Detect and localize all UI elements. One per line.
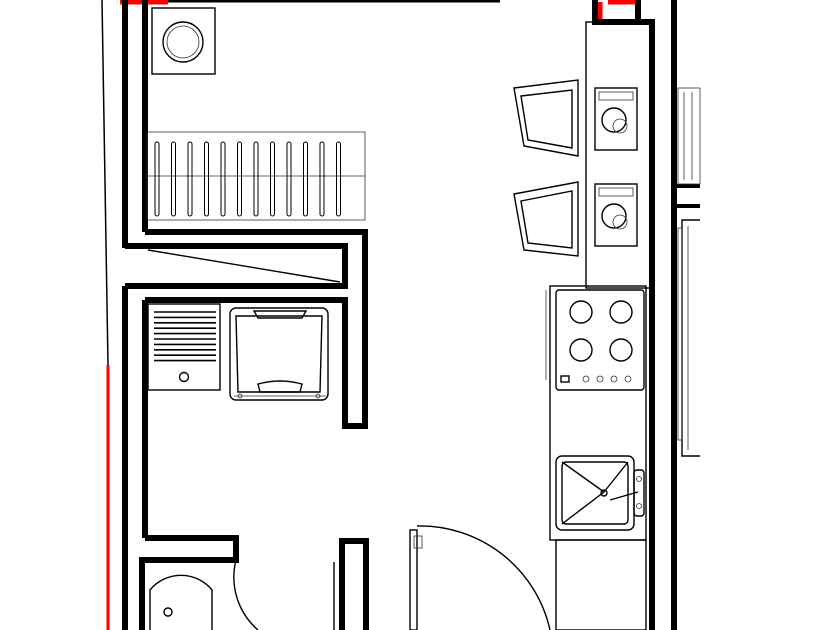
bar-stool bbox=[513, 181, 579, 257]
exterior-fragments bbox=[677, 87, 701, 457]
washing-machine bbox=[229, 307, 329, 401]
entry-door bbox=[333, 525, 551, 630]
radiator-slat bbox=[270, 141, 275, 217]
radiator bbox=[146, 131, 366, 221]
radiator-slat bbox=[319, 141, 325, 217]
bar-counter-appliance bbox=[594, 87, 638, 151]
radiator-slat bbox=[187, 141, 193, 217]
radiator-slat bbox=[253, 141, 259, 217]
walls bbox=[122, 0, 700, 630]
countertop-with-sink bbox=[147, 303, 221, 391]
washbasin bbox=[149, 559, 259, 630]
storage-door-swing bbox=[147, 249, 341, 283]
radiator-slat bbox=[204, 141, 209, 217]
radiator-slat bbox=[154, 141, 160, 217]
cooktop-four-burner bbox=[555, 289, 645, 391]
kitchen-counter bbox=[545, 285, 647, 630]
radiator-slat bbox=[237, 141, 242, 217]
round-drain bbox=[151, 7, 216, 75]
bar-stool bbox=[513, 79, 579, 157]
radiator-slat bbox=[220, 141, 226, 217]
bar-counter-appliance bbox=[594, 183, 638, 247]
radiator-slat bbox=[303, 141, 308, 217]
bar-counter bbox=[585, 21, 653, 289]
radiator-slat bbox=[336, 141, 341, 217]
radiator-slat bbox=[171, 141, 176, 217]
kitchen-sink bbox=[555, 455, 645, 531]
radiator-slat bbox=[286, 141, 292, 217]
